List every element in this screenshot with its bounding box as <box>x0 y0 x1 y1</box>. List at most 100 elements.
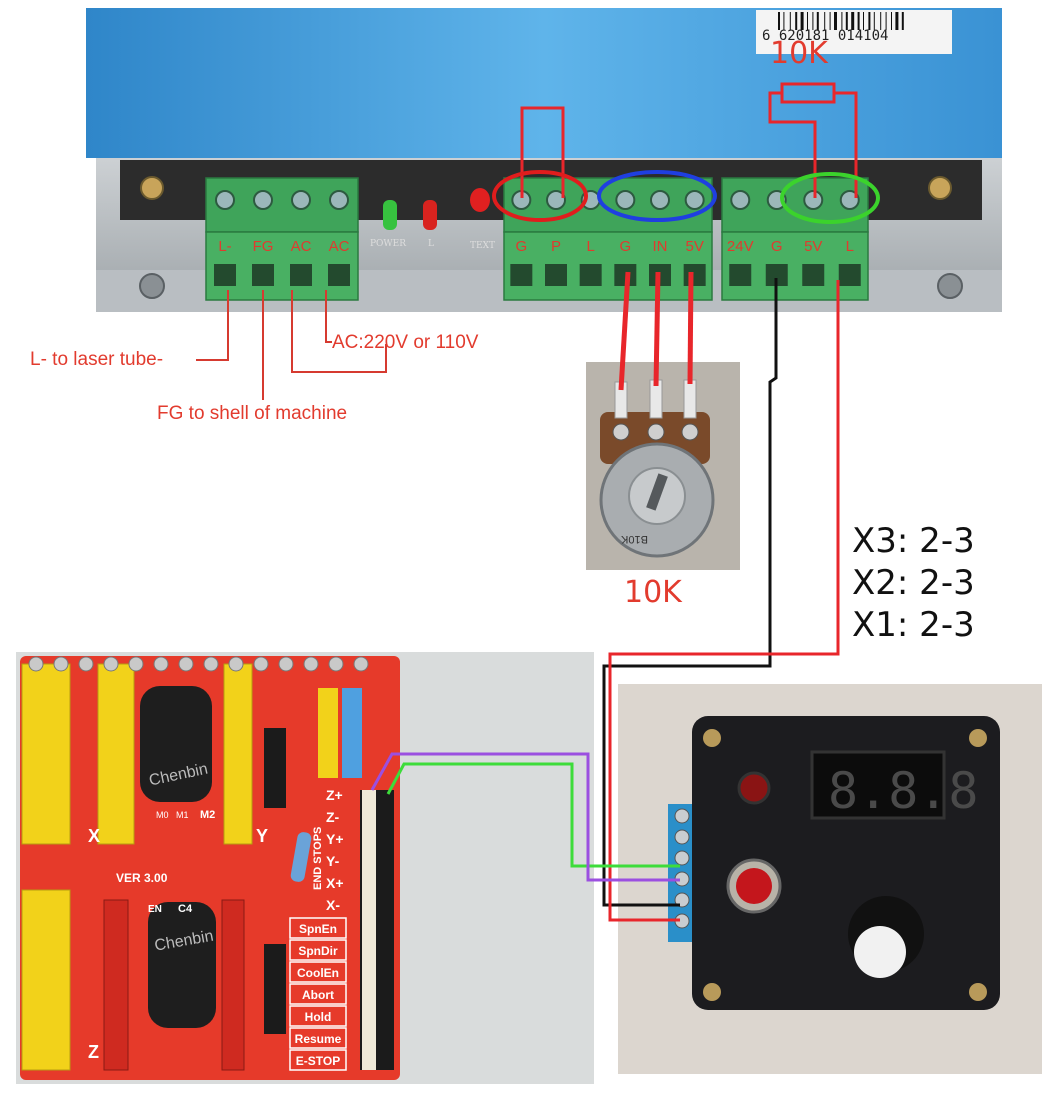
g-p-jumper-wire <box>520 106 565 198</box>
function-label-box <box>289 961 347 983</box>
pot-value-label: 10K <box>624 575 683 610</box>
terminal-socket <box>579 264 602 286</box>
small-blue-header <box>342 688 362 778</box>
function-label-box <box>289 917 347 939</box>
top-pin <box>28 656 44 672</box>
potentiometer: B10K 10K <box>586 362 740 610</box>
top-pin <box>203 656 219 672</box>
terminal-socket <box>252 264 274 286</box>
led-label-l: L <box>428 239 434 249</box>
controller-display: 8.8.8 <box>828 762 979 820</box>
barcode-bar <box>783 12 785 30</box>
wire-purple-signal <box>370 752 680 882</box>
wires <box>370 271 840 922</box>
pot-pin-3 <box>683 379 697 419</box>
top-pin <box>153 656 169 672</box>
barcode-bar <box>789 12 791 30</box>
red-header <box>221 899 245 1071</box>
barcode-bar <box>807 12 808 30</box>
function-label-box <box>289 983 347 1005</box>
barcode-bar <box>816 12 819 30</box>
led-label-power: POWER <box>370 239 406 249</box>
leader-ac2 <box>325 290 332 343</box>
terminal-socket <box>729 264 752 286</box>
terminal-label: G <box>771 238 783 255</box>
function-label-box <box>289 1049 347 1071</box>
label-l-minus: L- to laser tube- <box>30 349 163 370</box>
function-label: Abort <box>302 988 334 1002</box>
laser-controller: 8.8.8 <box>618 684 1042 1074</box>
controller-knob[interactable] <box>854 926 906 978</box>
terminal-socket <box>214 264 236 286</box>
barcode-bar <box>812 12 814 30</box>
shield-resistor <box>290 832 312 882</box>
leader-l-minus <box>196 290 229 361</box>
pot-pad-1 <box>612 423 630 441</box>
barcode-bar <box>863 12 864 30</box>
shield-version: VER 3.00 <box>116 871 168 885</box>
barcode-bar <box>851 12 855 30</box>
terminal-socket <box>328 264 350 286</box>
highlight-circle-g-in-5v <box>597 170 717 222</box>
led-label-text: TEXT <box>470 241 495 251</box>
psu-foot-right <box>937 273 963 299</box>
wire-green-signal <box>386 762 680 868</box>
controller-terminal-screw <box>674 808 690 824</box>
end-stops-label: END STOPS <box>312 827 324 890</box>
barcode-bar <box>841 12 843 30</box>
terminal-socket <box>802 264 825 286</box>
resistor-lead-left <box>768 91 817 198</box>
controller-fire-button-cap[interactable] <box>736 868 772 904</box>
terminal-screw <box>839 190 860 210</box>
barcode-bar <box>868 12 871 30</box>
controller-terminal-screws <box>674 808 690 929</box>
terminal-screw <box>253 190 273 210</box>
terminal-label: L <box>586 238 594 255</box>
barcode-bars <box>778 12 904 30</box>
terminal-screw <box>730 190 751 210</box>
terminal-screw <box>615 190 636 210</box>
barcode-bar <box>901 12 904 30</box>
shield-axis-x: X <box>88 826 100 846</box>
terminal-screw <box>329 190 349 210</box>
wire-pot-g <box>618 271 631 391</box>
terminal-socket <box>765 264 788 286</box>
resistor-lead-right <box>834 91 858 198</box>
endstop-pin-label: X- <box>326 897 340 913</box>
terminal-label: AC <box>291 238 312 255</box>
barcode-bar <box>885 12 887 30</box>
pot-shaft-slot <box>646 473 668 511</box>
indicator-leds: POWER L TEXT <box>370 188 495 251</box>
barcode-bar <box>829 12 831 30</box>
function-label: CoolEn <box>297 966 339 980</box>
barcode-text: 6 620181 014104 <box>762 28 888 44</box>
pot-pad-2 <box>647 423 665 441</box>
terminal-screw <box>803 190 824 210</box>
top-pin <box>178 656 194 672</box>
top-pin <box>128 656 144 672</box>
endstop-header-white <box>362 790 376 1070</box>
function-label: SpnDir <box>298 944 338 958</box>
terminal-label: P <box>551 238 561 255</box>
barcode-bar <box>873 12 875 30</box>
function-label: SpnEn <box>299 922 337 936</box>
controller-terminal-screw <box>674 829 690 845</box>
barcode: 6 620181 014104 <box>756 10 952 54</box>
controller-display-frame <box>810 750 946 820</box>
highlight-circle-5v-l <box>780 172 880 224</box>
resistor-value-label: 10K <box>770 36 829 71</box>
top-pin <box>103 656 119 672</box>
shield-cap-label: C4 <box>178 903 193 915</box>
shield-jumper-m0: M0 <box>156 810 169 820</box>
terminal-label: FG <box>253 238 274 255</box>
yellow-header <box>21 663 71 845</box>
top-pin <box>253 656 269 672</box>
top-pin <box>328 656 344 672</box>
pot-marking: B10K <box>620 533 648 545</box>
barcode-bar <box>845 12 848 30</box>
terminal-label: G <box>619 238 631 255</box>
black-pin-strip <box>264 728 286 808</box>
wire-pot-in <box>653 271 661 387</box>
